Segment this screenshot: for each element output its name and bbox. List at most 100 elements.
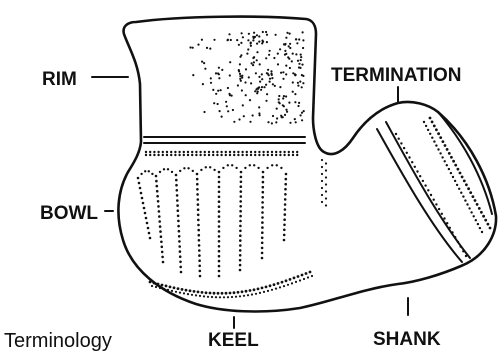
stipple-dot bbox=[163, 168, 165, 170]
stipple-dot bbox=[286, 111, 288, 113]
stipple-dot bbox=[255, 88, 257, 90]
stipple-dot bbox=[480, 211, 483, 214]
stipple-dot bbox=[218, 200, 221, 203]
stipple-dot bbox=[144, 170, 146, 172]
stipple-dot bbox=[423, 121, 425, 123]
stipple-dot bbox=[248, 33, 250, 35]
stipple-dot bbox=[221, 116, 223, 118]
stipple-dot bbox=[161, 256, 164, 259]
stipple-dot bbox=[218, 186, 221, 189]
stipple-dot bbox=[170, 151, 172, 153]
stipple-dot bbox=[204, 151, 206, 153]
stipple-dot bbox=[236, 39, 238, 41]
stipple-dot bbox=[229, 154, 231, 156]
stipple-dot bbox=[283, 239, 286, 242]
stipple-dot bbox=[278, 101, 280, 103]
stipple-dot bbox=[185, 289, 188, 292]
stipple-dot bbox=[302, 75, 304, 77]
stipple-dot bbox=[252, 114, 254, 116]
stipple-dot bbox=[153, 154, 155, 156]
stipple-dot bbox=[300, 56, 302, 58]
stipple-dot bbox=[256, 59, 258, 61]
stipple-dot bbox=[325, 204, 327, 206]
stipple-dot bbox=[218, 225, 221, 228]
stipple-dot bbox=[204, 154, 206, 156]
stipple-dot bbox=[208, 151, 210, 153]
stipple-dot bbox=[298, 102, 300, 104]
stipple-dot bbox=[289, 43, 291, 45]
stipple-dot bbox=[207, 296, 209, 298]
stipple-dot bbox=[240, 181, 243, 184]
stipple-dot bbox=[199, 275, 202, 278]
stipple-dot bbox=[325, 183, 327, 185]
stipple-dot bbox=[284, 213, 287, 216]
stipple-dot bbox=[277, 53, 279, 55]
stipple-dot bbox=[227, 164, 229, 166]
stipple-dot bbox=[163, 288, 165, 290]
stipple-dot bbox=[459, 245, 461, 247]
stipple-dot bbox=[240, 42, 242, 44]
stipple-dot bbox=[443, 217, 445, 219]
stipple-dot bbox=[325, 162, 327, 164]
termination-label: TERMINATION bbox=[331, 65, 462, 86]
stipple-dot bbox=[295, 281, 297, 283]
stipple-dot bbox=[218, 181, 221, 184]
stipple-dot bbox=[469, 191, 472, 194]
stipple-dot bbox=[250, 82, 252, 84]
keel-label: KEEL bbox=[208, 330, 259, 351]
bowl-label: BOWL bbox=[40, 203, 98, 224]
stipple-dot bbox=[215, 93, 217, 95]
termination-joint-line bbox=[377, 129, 462, 262]
stipple-dot bbox=[261, 211, 264, 214]
stipple-dot bbox=[291, 282, 293, 284]
stipple-dot bbox=[218, 215, 221, 218]
stipple-dot bbox=[213, 39, 215, 41]
stipple-dot bbox=[239, 200, 242, 203]
stipple-dot bbox=[280, 72, 282, 74]
stipple-dot bbox=[191, 151, 193, 153]
stipple-dot bbox=[196, 188, 199, 191]
stipple-dot bbox=[192, 170, 194, 172]
stipple-dot bbox=[286, 32, 288, 34]
stipple-dot bbox=[297, 85, 299, 87]
stipple-dot bbox=[212, 154, 214, 156]
stipple-dot bbox=[261, 86, 263, 88]
stipple-dot bbox=[258, 154, 260, 156]
stipple-dot bbox=[231, 164, 233, 166]
stipple-dot bbox=[183, 292, 185, 294]
stipple-dot bbox=[431, 121, 434, 124]
stipple-dot bbox=[292, 91, 294, 93]
stipple-dot bbox=[241, 151, 243, 153]
stipple-dot bbox=[265, 84, 267, 86]
stipple-dot bbox=[321, 159, 323, 161]
stipple-dot bbox=[256, 34, 258, 36]
stipple-dot bbox=[261, 287, 264, 290]
stipple-dot bbox=[444, 160, 446, 162]
stipple-dot bbox=[301, 119, 303, 121]
stipple-dot bbox=[215, 72, 217, 74]
stipple-dot bbox=[283, 95, 285, 97]
stipple-dot bbox=[289, 47, 291, 49]
stipple-dot bbox=[146, 222, 149, 225]
stipple-dot bbox=[251, 62, 253, 64]
stipple-dot bbox=[289, 122, 291, 124]
stipple-dot bbox=[189, 289, 192, 292]
stipple-dot bbox=[183, 167, 185, 169]
stipple-dot bbox=[197, 208, 200, 211]
stipple-dot bbox=[444, 144, 447, 147]
stipple-dot bbox=[157, 205, 160, 208]
shank-label: SHANK bbox=[373, 329, 441, 350]
stipple-dot bbox=[192, 47, 194, 49]
stipple-dot bbox=[294, 74, 296, 76]
stipple-dot bbox=[218, 171, 221, 174]
stipple-dot bbox=[462, 195, 464, 197]
stipple-dot bbox=[398, 138, 400, 140]
stipple-dot bbox=[283, 151, 285, 153]
stipple-dot bbox=[193, 290, 196, 293]
stipple-dot bbox=[197, 214, 200, 217]
stipple-dot bbox=[157, 151, 159, 153]
stipple-dot bbox=[458, 188, 460, 190]
stipple-dot bbox=[475, 219, 477, 221]
stipple-dot bbox=[162, 261, 165, 264]
stipple-dot bbox=[218, 245, 221, 248]
